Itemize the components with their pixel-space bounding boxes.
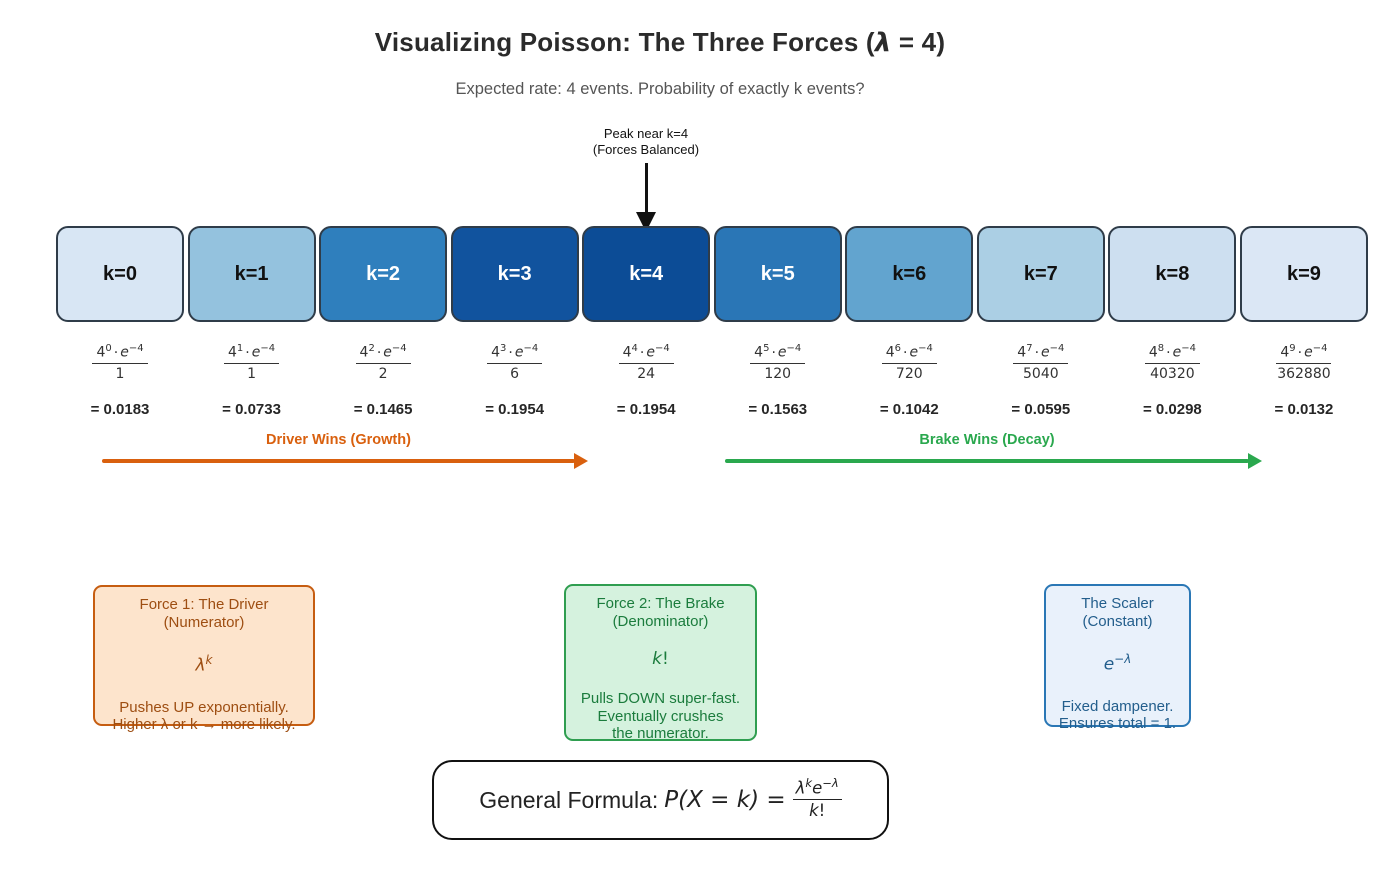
pmf-fraction-4: 44·e−4 24 [618,343,674,382]
k-box-label: k=2 [366,262,401,285]
force1-title-line2: (Numerator) [163,613,245,631]
k-column-3: k=3 43·e−4 6 = 0.1954 [450,226,579,418]
factorial-denominator: 5040 [1023,365,1059,382]
k-box-6: k=6 [845,226,974,322]
k-box-label: k=6 [892,262,927,285]
pmf-fraction-9: 49·e−4 362880 [1276,343,1332,382]
k-column-7: k=7 47·e−4 5040 = 0.0595 [976,226,1105,418]
k-column-4: k=4 44·e−4 24 = 0.1954 [582,226,711,418]
k-box-9: k=9 [1239,226,1368,322]
pmf-fraction-8: 48·e−4 40320 [1144,343,1200,382]
subtitle: Expected rate: 4 events. Probability of … [455,80,865,98]
k-column-8: k=8 48·e−4 40320 = 0.0298 [1108,226,1237,418]
k-box-label: k=3 [497,262,532,285]
scaler-box: The Scaler (Constant) e−λ Fixed dampener… [1044,584,1191,732]
k-box-label: k=9 [1286,262,1321,285]
k-box-label: k=8 [1155,262,1190,285]
formula-math: P(X = k) = [664,787,786,813]
formula-fraction: λke−λ k! [792,776,842,820]
factorial-denominator: 1 [115,365,125,382]
peak-arrow-icon [645,163,648,213]
probability-value-4: = 0.1954 [616,400,676,418]
pmf-fraction-7: 47·e−4 5040 [1013,343,1069,382]
probability-value-7: = 0.0595 [1011,400,1071,418]
k-box-2: k=2 [319,226,448,322]
factorial-denominator: 120 [764,365,792,382]
scaler-desc-line1: Fixed dampener. [1061,697,1174,715]
factorial-denominator: 40320 [1150,365,1195,382]
factorial-denominator: 6 [510,365,520,382]
force2-desc-line2: Eventually crushes [597,707,724,725]
k-box-1: k=1 [187,226,316,322]
force2-title-line1: Force 2: The Brake [596,595,725,612]
pmf-fraction-0: 40·e−4 1 [92,343,148,382]
title-rest: = 4) [891,27,946,57]
k-box-label: k=1 [234,262,269,285]
scaler-title-line2: (Constant) [1082,612,1153,630]
force1-desc-line1: Pushes UP exponentially. [119,698,289,716]
force1-desc-line2: Higher λ or k → more likely. [112,716,296,734]
k-box-label: k=4 [629,262,664,285]
factorial-denominator: 362880 [1277,365,1331,382]
k-box-7: k=7 [976,226,1105,322]
factorial-denominator: 2 [378,365,388,382]
formula-label: General Formula: [479,786,659,813]
factorial-denominator: 1 [247,365,256,382]
force1-formula: λk [195,653,213,676]
k-box-5: k=5 [713,226,842,322]
probability-value-5: = 0.1563 [748,400,808,418]
k-box-3: k=3 [450,226,579,322]
pmf-fraction-3: 43·e−4 6 [487,343,543,382]
pmf-fraction-5: 45·e−4 120 [750,343,806,382]
scaler-desc-line2: Ensures total = 1. [1058,715,1177,733]
k-box-label: k=0 [103,262,137,285]
peak-annotation-line1: Peak near k=4 [603,126,689,141]
probability-value-3: = 0.1954 [485,400,545,418]
peak-annotation: Peak near k=4 (Forces Balanced) [546,126,746,159]
probability-value-9: = 0.0132 [1274,400,1334,418]
force2-brake-box: Force 2: The Brake (Denominator) k! Pull… [564,584,757,743]
probability-value-0: = 0.0183 [90,400,150,418]
force2-formula: k! [652,649,669,670]
driver-arrow-icon [102,453,588,469]
driver-arrow-label: Driver Wins (Growth) [266,432,411,448]
probability-value-6: = 0.1042 [879,400,939,418]
pmf-fraction-1: 41·e−4 1 [223,343,280,382]
k-box-0: k=0 [56,226,184,322]
k-box-label: k=5 [760,262,795,285]
general-formula-box: General Formula: P(X = k) = λke−λ k! [432,760,889,840]
k-column-2: k=2 42·e−4 2 = 0.1465 [319,226,448,418]
force1-driver-box: Force 1: The Driver (Numerator) λk Pushe… [93,585,315,733]
k-column-1: k=1 41·e−4 1 = 0.0733 [187,226,316,418]
k-columns: k=0 40·e−4 1 = 0.0183 k=1 41·e−4 1 = 0.0… [56,226,1368,418]
k-box-4: k=4 [582,226,711,322]
title-prefix: Visualizing Poisson: The Three Forces ( [374,27,875,57]
k-box-8: k=8 [1108,226,1237,322]
k-box-label: k=7 [1023,262,1058,285]
factorial-denominator: 24 [637,365,656,382]
scaler-formula: e−λ [1103,652,1132,675]
peak-annotation-line2: (Forces Balanced) [592,142,700,158]
force2-title-line2: (Denominator) [612,612,709,630]
k-column-6: k=6 46·e−4 720 = 0.1042 [845,226,974,418]
pmf-fraction-2: 42·e−4 2 [355,343,411,382]
scaler-title-line1: The Scaler [1081,595,1154,612]
page-title: Visualizing Poisson: The Three Forces (λ… [0,27,1320,58]
force2-desc-line3: the numerator. [612,725,709,743]
brake-arrow-label: Brake Wins (Decay) [919,432,1055,448]
pmf-fraction-6: 46·e−4 720 [881,343,937,382]
k-column-5: k=5 45·e−4 120 = 0.1563 [713,226,842,418]
probability-value-1: = 0.0733 [222,400,281,418]
k-column-0: k=0 40·e−4 1 = 0.0183 [56,226,184,418]
force1-title-line1: Force 1: The Driver [139,596,269,613]
factorial-denominator: 720 [895,365,923,382]
brake-arrow-icon [725,453,1262,469]
probability-value-2: = 0.1465 [353,400,413,418]
title-lambda: λ [874,28,892,58]
force2-desc-line1: Pulls DOWN super-fast. [580,689,741,707]
k-column-9: k=9 49·e−4 362880 = 0.0132 [1239,226,1368,418]
probability-value-8: = 0.0298 [1142,400,1202,418]
